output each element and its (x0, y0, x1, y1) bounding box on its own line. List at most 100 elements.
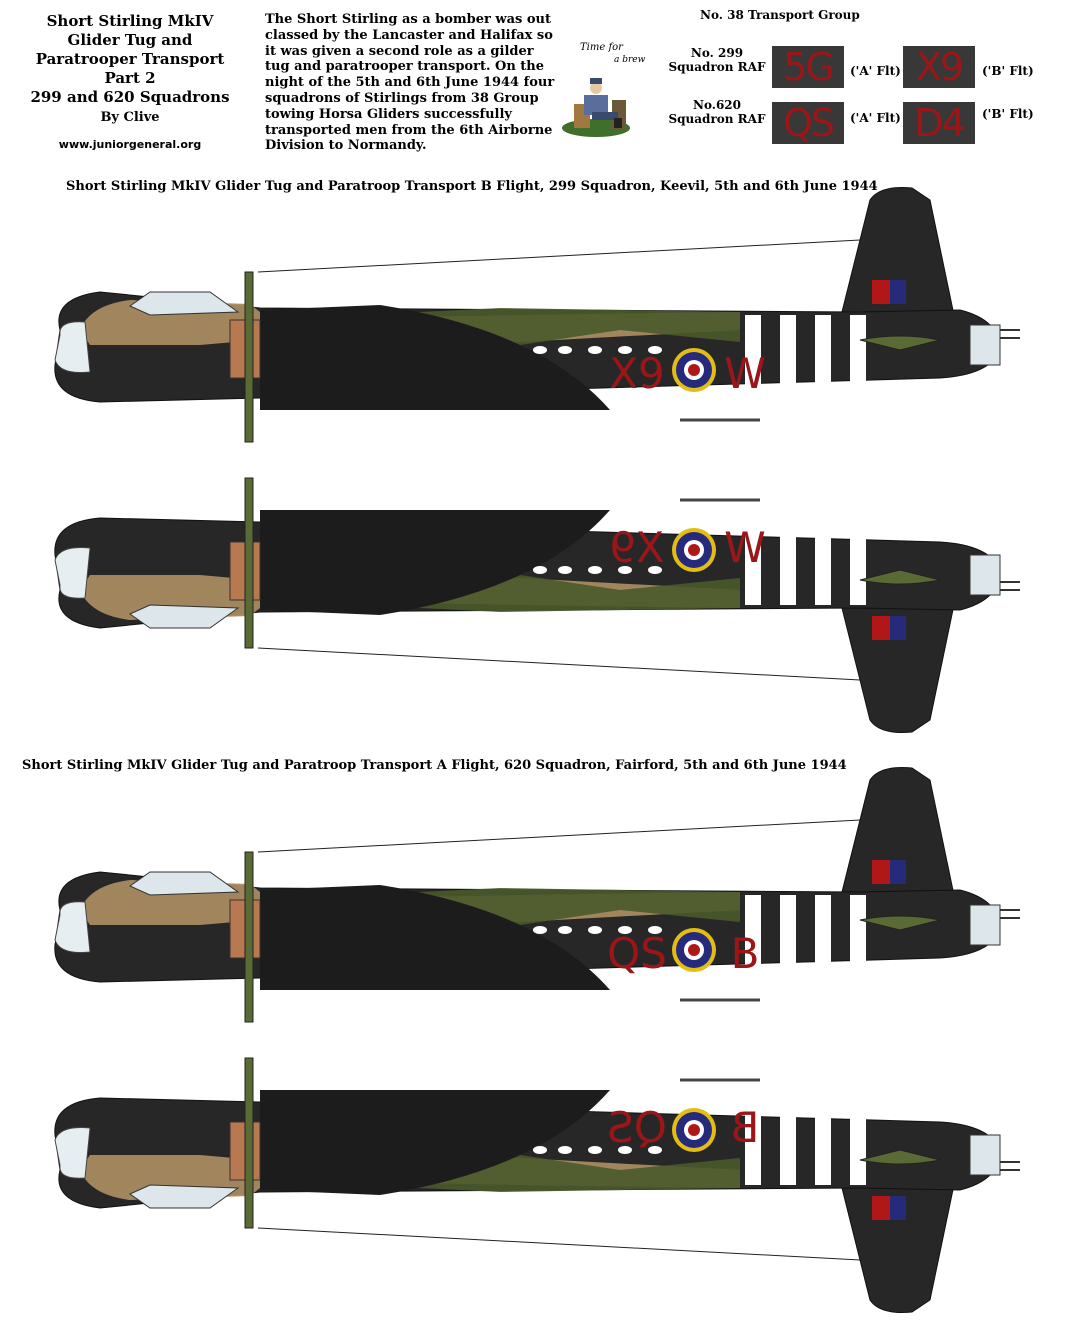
nose-glazing (54, 901, 91, 953)
invasion-stripe (780, 530, 796, 605)
squadron-code-letters: QS (607, 1103, 667, 1152)
title-line: Short Stirling MkIV (46, 12, 214, 30)
b-flight-label: ('B' Flt) (982, 64, 1034, 78)
fuselage-window (588, 1146, 602, 1154)
fin-flash-red (872, 1196, 890, 1220)
b-flight-label: ('B' Flt) (982, 107, 1034, 121)
tail-fin (839, 599, 956, 733)
cockpit-canopy (128, 1184, 240, 1209)
fin-flash-red (872, 616, 890, 640)
invasion-stripe (815, 315, 831, 390)
aircraft-profile-620-top: QS B (54, 767, 1020, 1023)
title-line: Part 2 (104, 69, 156, 87)
invasion-stripe (745, 315, 761, 390)
byline: By Clive (100, 110, 160, 125)
roundel-red (688, 944, 700, 956)
fin-flash-blue (890, 860, 906, 884)
tail-fin (839, 187, 956, 321)
cockpit-canopy (128, 871, 240, 896)
brew-text-top: Time for (580, 42, 624, 53)
tow-line (257, 819, 861, 853)
tail-fin (839, 1179, 956, 1313)
aircraft-body (54, 1057, 1020, 1313)
tail-turret (969, 554, 1001, 596)
invasion-stripe (850, 530, 866, 605)
brew-text-bottom: a brew (614, 55, 646, 65)
tail-fin (839, 767, 956, 901)
aircraft-letter: W (724, 349, 766, 398)
aircraft-body (54, 767, 1020, 1023)
squadron-620-label: No.620 Squadron RAF (668, 98, 766, 126)
fuselage-window (618, 1146, 632, 1154)
squadron-code-letters: QS (607, 929, 667, 978)
fuselage-window (588, 566, 602, 574)
fin-flash-blue (890, 1196, 906, 1220)
fuselage-window (533, 926, 547, 934)
title-block: Short Stirling MkIV Glider Tug and Parat… (20, 12, 240, 154)
invasion-stripe (745, 530, 761, 605)
tow-line (257, 239, 861, 273)
title-line: Glider Tug and (67, 31, 193, 49)
fuselage-window (533, 1146, 547, 1154)
roundel-red (688, 364, 700, 376)
invasion-stripe (780, 895, 796, 970)
cockpit-canopy (128, 604, 240, 629)
roundel-red (688, 1124, 700, 1136)
invasion-stripe (850, 895, 866, 970)
nose-glazing (54, 547, 91, 599)
wing-shadow (260, 510, 610, 615)
roundel-red (688, 544, 700, 556)
code-5g: 5G (772, 46, 844, 88)
aircraft-letter: W (724, 523, 766, 572)
fuselage-window (533, 566, 547, 574)
tail-turret (969, 1134, 1001, 1176)
section-caption-299: Short Stirling MkIV Glider Tug and Parat… (66, 179, 878, 194)
squadron-code-letters: X9 (609, 349, 665, 398)
tow-line (257, 647, 861, 681)
fuselage-window (648, 346, 662, 354)
fuselage-window (648, 926, 662, 934)
wing-shadow (260, 1090, 610, 1195)
fuselage-window (558, 566, 572, 574)
fuselage-window (648, 566, 662, 574)
fin-flash-blue (890, 616, 906, 640)
wing-shadow (260, 305, 610, 410)
aircraft-letter: B (731, 929, 760, 978)
intro-paragraph: The Short Stirling as a bomber was out c… (265, 12, 555, 154)
fin-flash-red (872, 860, 890, 884)
propeller (244, 477, 254, 649)
propeller (244, 271, 254, 443)
fin-flash-red (872, 280, 890, 304)
fuselage-window (533, 346, 547, 354)
tow-line (257, 1227, 861, 1261)
invasion-stripe (815, 530, 831, 605)
nose-glazing (54, 1127, 91, 1179)
aircraft-body (54, 187, 1020, 443)
invasion-stripe (850, 1110, 866, 1185)
code-x9: X9 (903, 46, 975, 88)
tailplane (859, 335, 941, 351)
fuselage-window (618, 926, 632, 934)
tail-turret (969, 324, 1001, 366)
airman-tea-icon: Time for a brew (562, 42, 646, 137)
tailplane (859, 1149, 941, 1165)
fuselage-window (618, 346, 632, 354)
invasion-stripe (780, 1110, 796, 1185)
tail-turret (969, 904, 1001, 946)
wing-shadow (260, 885, 610, 990)
section-caption-620: Short Stirling MkIV Glider Tug and Parat… (22, 758, 847, 773)
invasion-stripe (850, 315, 866, 390)
website-link[interactable]: www.juniorgeneral.org (58, 138, 202, 151)
title-line: Paratrooper Transport (35, 50, 225, 68)
fuselage-window (558, 1146, 572, 1154)
a-flight-label: ('A' Flt) (850, 64, 901, 78)
fin-flash-blue (890, 280, 906, 304)
invasion-stripe (815, 1110, 831, 1185)
nose-glazing (54, 321, 91, 373)
tailplane (859, 915, 941, 931)
a-flight-label: ('A' Flt) (850, 111, 901, 125)
propeller (244, 851, 254, 1023)
tailplane (859, 569, 941, 585)
